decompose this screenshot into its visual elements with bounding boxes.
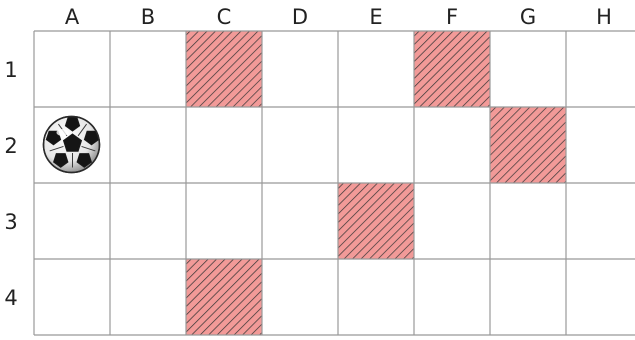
column-label-e: E <box>369 5 382 29</box>
grid-cell-d1[interactable] <box>262 31 338 107</box>
grid-cell-d3[interactable] <box>262 183 338 259</box>
grid-cell-a3[interactable] <box>34 183 110 259</box>
grid-cell-b2[interactable] <box>110 107 186 183</box>
grid-cell-c2[interactable] <box>186 107 262 183</box>
grid-cell-f4[interactable] <box>414 259 490 335</box>
grid-cell-f2[interactable] <box>414 107 490 183</box>
row-label-1: 1 <box>4 58 17 82</box>
column-label-a: A <box>65 5 80 29</box>
hatched-cell-f1[interactable] <box>414 31 490 107</box>
soccer-ball-icon[interactable] <box>44 117 100 173</box>
row-label-2: 2 <box>4 134 17 158</box>
row-labels: 1 2 3 4 <box>4 58 17 310</box>
grid-cell-h3[interactable] <box>566 183 635 259</box>
row-label-3: 3 <box>4 210 17 234</box>
grid-cell-d2[interactable] <box>262 107 338 183</box>
hatched-cell-g2[interactable] <box>490 107 566 183</box>
column-label-c: C <box>217 5 232 29</box>
hatched-cell-c1[interactable] <box>186 31 262 107</box>
grid-cell-g1[interactable] <box>490 31 566 107</box>
grid-cell-h2[interactable] <box>566 107 635 183</box>
grid-cell-f3[interactable] <box>414 183 490 259</box>
grid-cell-b3[interactable] <box>110 183 186 259</box>
column-label-d: D <box>292 5 308 29</box>
grid-cell-d4[interactable] <box>262 259 338 335</box>
grid-cell-g3[interactable] <box>490 183 566 259</box>
grid-cell-e4[interactable] <box>338 259 414 335</box>
hatched-cell-c4[interactable] <box>186 259 262 335</box>
hatched-cell-e3[interactable] <box>338 183 414 259</box>
column-label-g: G <box>520 5 536 29</box>
grid-cell-h4[interactable] <box>566 259 635 335</box>
grid-cell-g4[interactable] <box>490 259 566 335</box>
column-label-b: B <box>141 5 155 29</box>
grid-cell-e1[interactable] <box>338 31 414 107</box>
row-label-4: 4 <box>4 286 17 310</box>
grid-cell-a4[interactable] <box>34 259 110 335</box>
grid-cell-e2[interactable] <box>338 107 414 183</box>
grid-cell-b1[interactable] <box>110 31 186 107</box>
column-labels: A B C D E F G H <box>65 5 612 29</box>
column-label-h: H <box>596 5 612 29</box>
column-label-f: F <box>446 5 458 29</box>
grid-cell-a1[interactable] <box>34 31 110 107</box>
ball-layer <box>44 117 100 173</box>
grid-cell-h1[interactable] <box>566 31 635 107</box>
grid-cell-b4[interactable] <box>110 259 186 335</box>
grid-cell-c3[interactable] <box>186 183 262 259</box>
